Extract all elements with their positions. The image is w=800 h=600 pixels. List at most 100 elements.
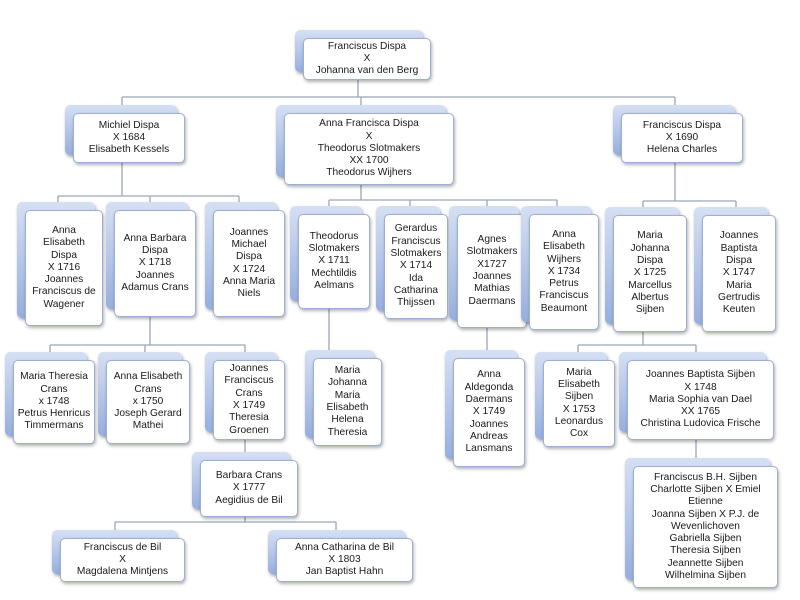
line: Michael (231, 238, 267, 250)
line: Slotmakers (308, 243, 360, 255)
line: X1727 (477, 258, 507, 270)
line: X 1718 (138, 257, 172, 269)
line: Maria (637, 230, 663, 242)
line: Elisabeth (558, 378, 600, 390)
line: Anna Elisabeth (113, 371, 183, 383)
line: Albertus (631, 291, 669, 303)
line: X 1747 (722, 267, 756, 279)
line: Joannes (135, 269, 175, 281)
line: Leonardus (554, 415, 604, 427)
line: Maria (334, 389, 361, 401)
line: X 1724 (232, 263, 266, 275)
line: Joanna Sijben X P.J. de (651, 508, 760, 520)
line: Joannes (229, 363, 269, 375)
line: Maria Theresia (20, 371, 88, 383)
line: Johanna (327, 377, 368, 389)
line: Maria (334, 365, 361, 377)
line: Crans (134, 383, 162, 395)
line: Anna (552, 228, 576, 240)
connector-annafrancisca-children (328, 183, 558, 206)
line: Joannes (44, 274, 84, 286)
line: Dispa (725, 255, 753, 267)
line: Maria (726, 279, 752, 291)
line: Mathias (474, 283, 510, 295)
line: Baptista (720, 242, 758, 254)
line: Franciscus de Bil (83, 541, 162, 553)
line: XX 1700 (349, 155, 389, 167)
line: Anna Francisca Dispa (319, 118, 419, 130)
line: X 1711 (318, 255, 350, 267)
line: Catharina (393, 284, 439, 296)
line: Petrus Henricus (17, 408, 91, 420)
line: Joannes Baptista Sijben (645, 369, 756, 381)
line: Petrus (549, 278, 579, 290)
line: Dispa (141, 245, 169, 257)
line: X 1748 (684, 381, 717, 393)
line: Sijben (564, 391, 594, 403)
line: Joseph Gerard (114, 408, 182, 420)
line: Agnes (477, 234, 507, 246)
line: Franciscus Dispa (327, 40, 407, 52)
line: Elisabeth (43, 237, 85, 249)
line: Maria (566, 366, 592, 378)
line: x 1748 (38, 395, 70, 407)
line: Beaumont (540, 302, 588, 314)
line: Theresia Sijben (670, 545, 741, 557)
line: Aldegonda (464, 381, 514, 393)
line: Gabriella Sijben (669, 533, 742, 545)
line: Elisabeth (326, 402, 369, 413)
line: Slotmakers (390, 248, 442, 260)
line: Anna (477, 369, 501, 381)
line: Cox (569, 428, 589, 440)
line: Theodorus (309, 230, 359, 242)
line: Johanna van den Berg (315, 65, 419, 77)
connector-root-children (121, 78, 676, 105)
line: X (363, 52, 371, 64)
line: Anna (52, 224, 76, 236)
line: Jeannette Sijben (667, 557, 744, 569)
line: XX 1765 (680, 406, 721, 418)
line: Andreas (470, 430, 508, 442)
line: Theresia (327, 426, 368, 438)
line: X 1749 (232, 400, 266, 411)
line: Magdalena Mintjens (76, 566, 169, 578)
line: Franciscus Dispa (642, 119, 722, 131)
line: Anna Catharina de Bil (294, 541, 395, 553)
line: Christina Ludovica Frische (640, 418, 761, 430)
line: X 1734 (547, 265, 581, 277)
line: Anna Barbara (123, 232, 187, 244)
line: Elisabeth (543, 241, 585, 253)
line: Daermans (465, 394, 513, 406)
line: Ida (408, 272, 424, 284)
line: Crans (235, 387, 263, 399)
line: Helena (331, 414, 364, 426)
line: X 1684 (112, 131, 146, 143)
line: Lansmans (465, 443, 513, 455)
line: Jan Baptist Hahn (305, 566, 384, 578)
line: Sijben (635, 304, 665, 316)
line: Joannes (229, 226, 269, 238)
line: Etienne (688, 496, 723, 508)
line: Gerardus (394, 223, 438, 235)
line: Timmermans (24, 420, 84, 432)
